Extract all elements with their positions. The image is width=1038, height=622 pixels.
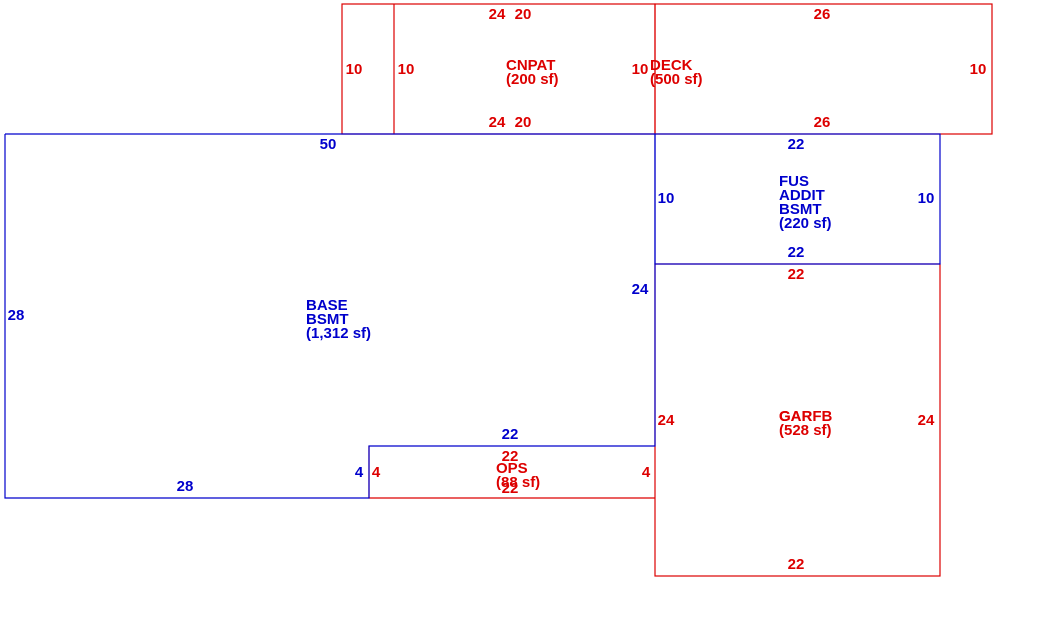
base-line1: BASE — [306, 297, 348, 314]
ops-size: (88 sf) — [496, 474, 540, 491]
fus-line2: ADDIT — [779, 187, 825, 204]
cnpat-size: (200 sf) — [506, 71, 559, 88]
ops-name: OPS — [496, 460, 528, 477]
dim-gar-right: 24 — [918, 412, 935, 429]
cnpat-name: CNPAT — [506, 57, 555, 74]
dim-cnpat-bottom-b: 20 — [515, 114, 532, 131]
dim-ops-top: 22 — [502, 448, 519, 465]
fus-addit-bsmt-outline — [654, 133, 941, 265]
base-size: (1,312 sf) — [306, 325, 371, 342]
dim-ops-right: 4 — [642, 464, 651, 481]
dim-fus-bottom: 22 — [788, 244, 805, 261]
dim-deck-top: 26 — [814, 6, 831, 23]
dim-deck-bottom: 26 — [814, 114, 831, 131]
cnpat-label: CNPAT (200 sf) — [506, 57, 559, 88]
dim-cnpat-left-a: 10 — [346, 61, 363, 78]
dim-deck-right: 10 — [970, 61, 987, 78]
fus-line1: FUS — [779, 173, 809, 190]
red-dimensions: 24 20 24 20 10 10 10 26 26 10 22 24 24 2… — [346, 6, 987, 573]
deck-name: DECK — [650, 57, 693, 74]
base-line2: BSMT — [306, 311, 349, 328]
base-label: BASE BSMT (1,312 sf) — [306, 297, 371, 342]
dim-base-left: 28 — [8, 307, 25, 324]
dim-base-notch-top: 22 — [502, 426, 519, 443]
deck-size: (500 sf) — [650, 71, 703, 88]
dim-gar-bottom: 22 — [788, 556, 805, 573]
dim-gar-left: 24 — [658, 412, 675, 429]
dim-cnpat-left-b: 10 — [398, 61, 415, 78]
dim-cnpat-top-b: 20 — [515, 6, 532, 23]
fus-label: FUS ADDIT BSMT (220 sf) — [779, 173, 832, 232]
dim-ops-bottom: 22 — [502, 480, 519, 497]
gar-label: GAR GARFB (528 sf) — [779, 408, 832, 439]
dim-cnpat-right: 10 — [632, 61, 649, 78]
dim-base-right: 24 — [632, 281, 649, 298]
gar-name1: GAR — [779, 408, 813, 425]
fus-size: (220 sf) — [779, 215, 832, 232]
blue-dimensions: 50 28 24 28 22 4 22 22 10 10 — [8, 136, 935, 495]
red-outlines — [341, 3, 993, 577]
dim-cnpat-bottom-a: 24 — [489, 114, 506, 131]
ops-label: OPS (88 sf) — [496, 460, 540, 491]
dim-base-notch-side: 4 — [355, 464, 364, 481]
blue-outlines — [4, 133, 941, 499]
dim-ops-left: 4 — [372, 464, 381, 481]
dim-gar-top: 22 — [788, 266, 805, 283]
dim-cnpat-top-a: 24 — [489, 6, 506, 23]
dim-base-top: 50 — [320, 136, 337, 153]
dim-fus-left: 10 — [658, 190, 675, 207]
dim-fus-top: 22 — [788, 136, 805, 153]
gar-name2: GARFB — [779, 408, 832, 425]
fus-line3: BSMT — [779, 201, 822, 218]
gar-size: (528 sf) — [779, 422, 832, 439]
dim-fus-right: 10 — [918, 190, 935, 207]
dim-base-bottom: 28 — [177, 478, 194, 495]
deck-label: DECK (500 sf) — [650, 57, 703, 88]
